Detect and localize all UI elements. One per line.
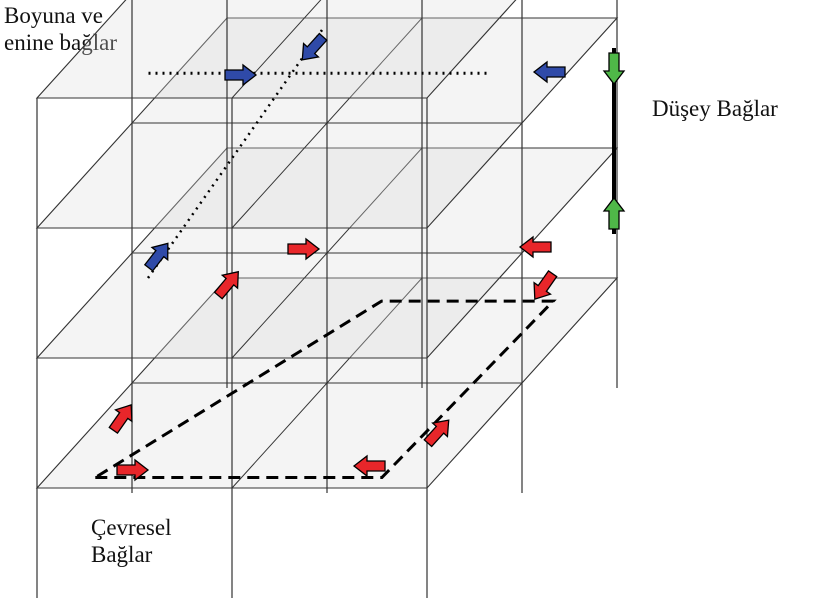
transverse-tie-arrow	[301, 32, 328, 61]
arrow-shape	[301, 32, 328, 61]
label-line-2: enine bağlar	[4, 30, 118, 55]
arrow-shape	[602, 52, 626, 86]
label-line-2: Bağlar	[91, 542, 153, 567]
arrow-shape	[224, 63, 258, 87]
perimeter-tie-arrow	[533, 269, 558, 300]
arrow-shape	[533, 269, 558, 300]
arrow-shape	[143, 242, 169, 272]
arrow-shape	[423, 419, 450, 448]
transverse-tie-line	[146, 29, 324, 279]
perimeter-tie-arrow	[423, 419, 450, 448]
longitudinal-tie-arrow	[532, 60, 566, 84]
perimeter-tie-arrow	[352, 454, 386, 478]
label-line-1: Boyuna ve	[4, 3, 104, 28]
longitudinal-tie-arrow	[224, 63, 258, 87]
longitudinal-transverse-ties-label: Boyuna ve enine bağlar	[4, 2, 117, 56]
arrow-shape	[532, 60, 566, 84]
arrow-shape	[116, 458, 150, 482]
arrow-shape	[602, 196, 626, 230]
vertical-tie-arrow	[602, 196, 626, 230]
arrow-shape	[108, 404, 133, 435]
arrow-shape	[213, 270, 239, 300]
transverse-tie-arrow	[143, 242, 169, 272]
structural-frame	[36, 0, 618, 598]
perimeter-tie-line	[90, 299, 557, 479]
arrow-shape	[518, 235, 552, 259]
arrow-shape	[352, 454, 386, 478]
perimeter-tie-arrow	[213, 270, 239, 300]
tie-arrows	[108, 32, 626, 482]
label-line-1: Çevresel	[91, 515, 172, 540]
perimeter-tie-arrow	[108, 404, 133, 435]
beam	[231, 0, 322, 99]
perimeter-tie-arrow	[116, 458, 150, 482]
vertical-tie-arrow	[602, 52, 626, 86]
arrow-shape	[287, 237, 321, 261]
perimeter-tie-arrow	[518, 235, 552, 259]
perimeter-ties-label: Çevresel Bağlar	[91, 514, 171, 568]
perimeter-tie-arrow	[287, 237, 321, 261]
vertical-ties-label: Düşey Bağlar	[652, 96, 778, 121]
